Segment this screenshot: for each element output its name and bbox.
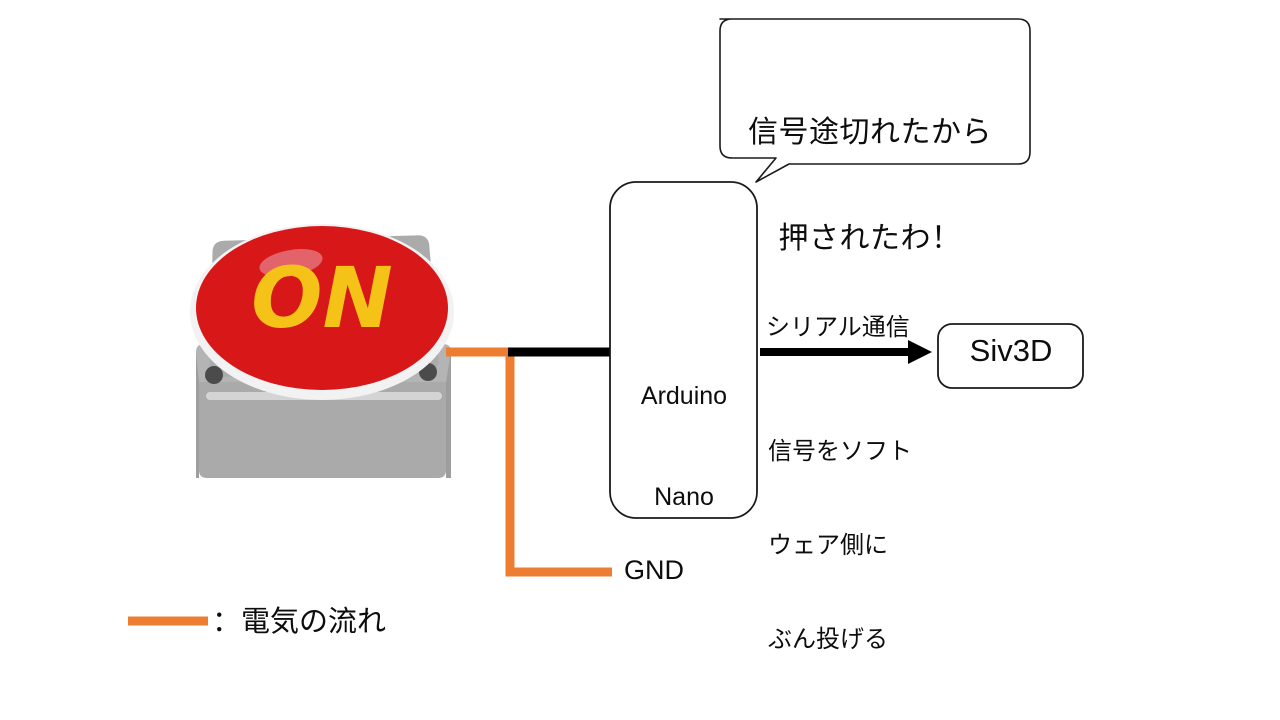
gnd-wire bbox=[446, 347, 612, 577]
node-arduino-nano[interactable] bbox=[609, 181, 758, 519]
gnd-wire-label: GND bbox=[624, 555, 684, 585]
speech-bubble bbox=[719, 18, 1031, 183]
speech-bubble-line-2: 押されたわ！ bbox=[778, 221, 962, 255]
serial-edge bbox=[760, 340, 932, 364]
gnd-wire-path bbox=[446, 347, 612, 577]
node-arduino-nano-label-line-2: Nano bbox=[654, 482, 714, 511]
serial-edge-label-below: 信号をソフト ウェア側に ぶん投げる bbox=[768, 374, 912, 686]
button-body-left-shade bbox=[196, 352, 199, 478]
serial-edge-label-below-line-1: 信号をソフト bbox=[768, 438, 912, 466]
speech-bubble-text: 信号途切れたから 押されたわ！ bbox=[724, 44, 1016, 292]
button-cap bbox=[196, 226, 448, 390]
serial-edge-label-below-line-2: ウェア側に bbox=[768, 531, 888, 559]
push-button-illustration: ON bbox=[190, 224, 454, 478]
button-body-front bbox=[199, 378, 446, 478]
node-siv3d-label: Siv3D bbox=[969, 333, 1053, 368]
legend-label: ：電気の流れ bbox=[212, 606, 387, 638]
button-screw-bottom-left bbox=[205, 366, 223, 384]
serial-edge-label-above: シリアル通信 bbox=[766, 314, 910, 341]
button-cap-text-group: ON bbox=[251, 249, 393, 347]
speech-bubble-line-1: 信号途切れたから bbox=[748, 115, 992, 149]
node-arduino-nano-label-line-1: Arduino bbox=[640, 381, 728, 410]
button-body-right-shade bbox=[446, 352, 451, 478]
node-siv3d[interactable] bbox=[937, 323, 1084, 389]
speech-bubble-shape bbox=[719, 18, 1031, 183]
button-cap-text: ON bbox=[251, 249, 393, 347]
serial-edge-label-below-line-3: ぶん投げる bbox=[768, 625, 888, 653]
button-cap-gloss bbox=[259, 249, 323, 277]
node-arduino-nano-label: Arduino Nano bbox=[612, 312, 756, 548]
serial-edge-arrowhead bbox=[908, 340, 932, 364]
